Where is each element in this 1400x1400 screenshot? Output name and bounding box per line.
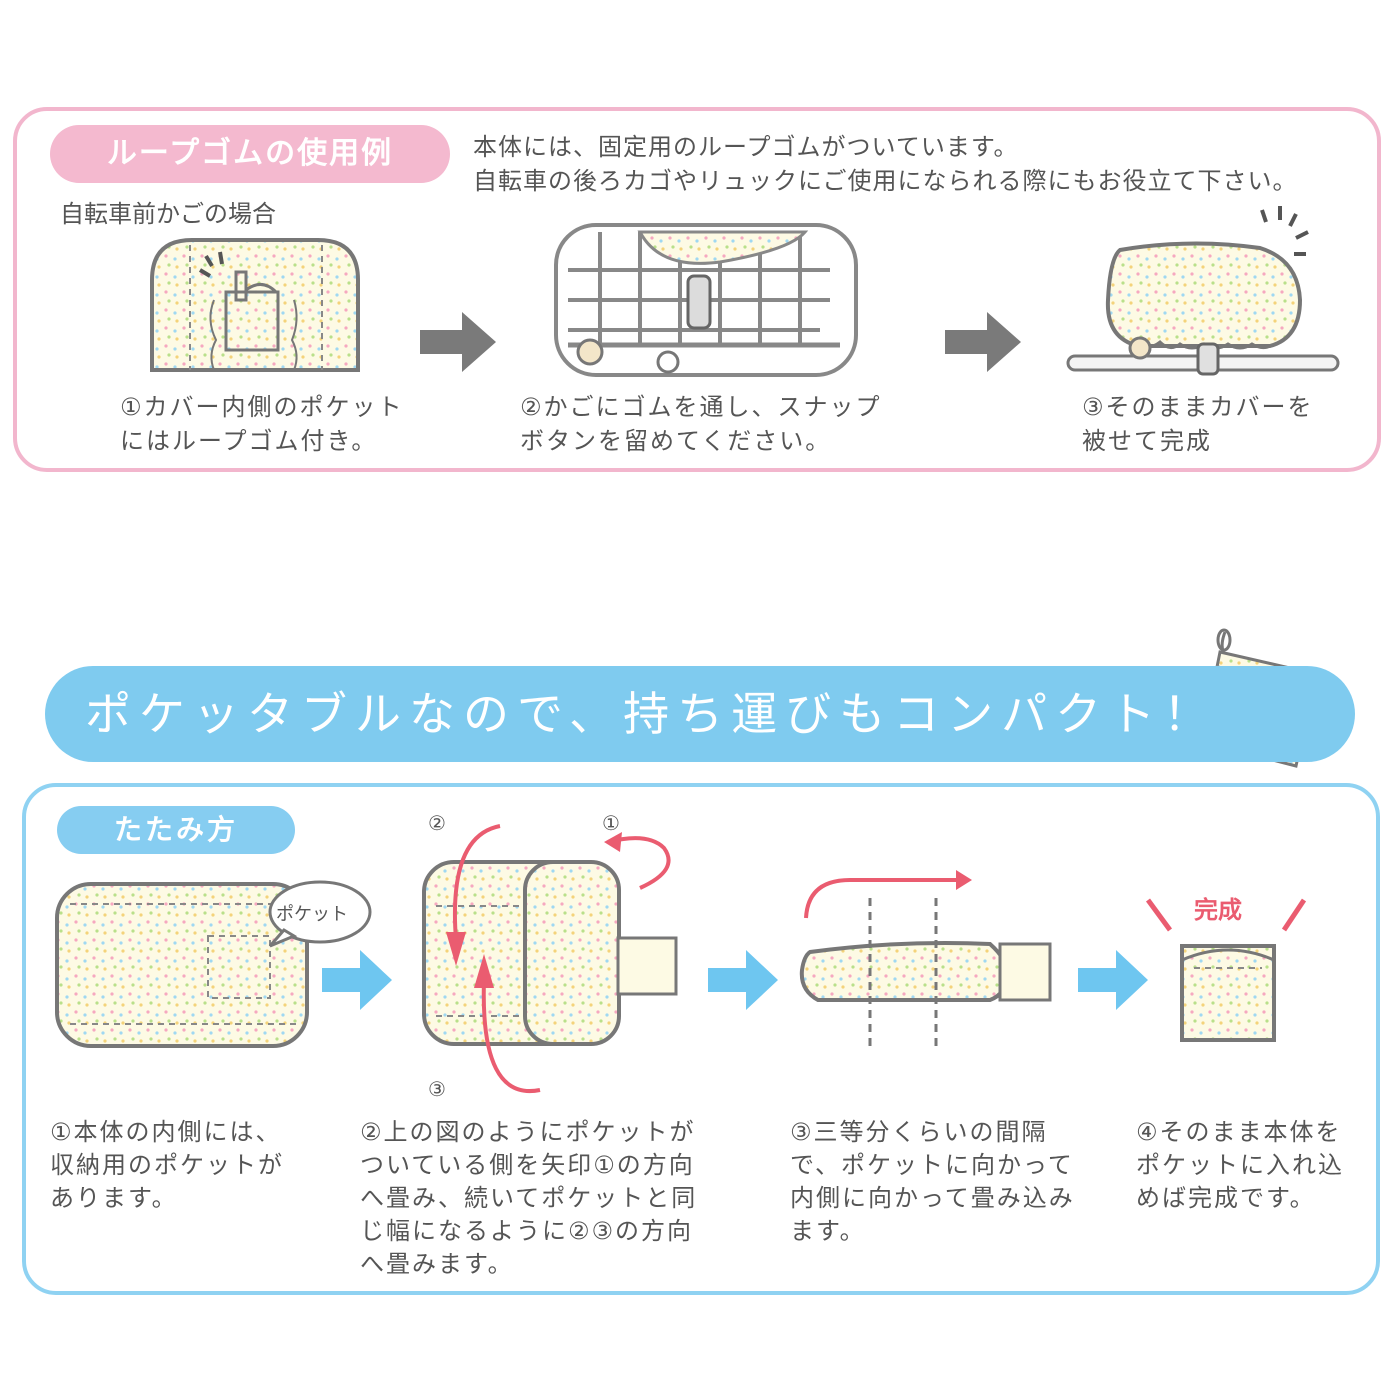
loop-step2-illustration	[554, 223, 858, 377]
blue-arrow-3	[1078, 950, 1148, 1010]
fold-step1-text: ①本体の内側には、 収納用のポケットが あります。	[50, 1118, 284, 1212]
fold-step3-text: ③三等分くらいの間隔 で、ポケットに向かって 内側に向かって畳み込み ます。	[790, 1118, 1075, 1245]
fold-step4-text: ④そのまま本体を ポケットに入れ込 めば完成です。	[1136, 1118, 1344, 1212]
loop-step3-text: ③そのままカバーを 被せて完成	[1082, 393, 1314, 455]
loop-usage-panel	[13, 107, 1381, 472]
fold-marker-3: ③	[428, 1077, 446, 1101]
loop-usage-title: ループゴムの使用例	[50, 125, 450, 183]
blue-arrow-2	[708, 950, 778, 1010]
fold-marker-2: ②	[428, 811, 446, 835]
fold-step2-text: ②上の図のようにポケットが ついている側を矢印①の方向 へ畳み、続いてポケットと…	[360, 1118, 698, 1278]
loop-usage-subtitle: 自転車前かごの場合	[60, 200, 276, 228]
complete-label: 完成	[1194, 896, 1242, 924]
loop-step1-illustration	[150, 238, 360, 372]
blue-arrow-1	[322, 950, 392, 1010]
loop-step1-text: ①カバー内側のポケット にはループゴム付き。	[120, 393, 404, 455]
fold-step4-illustration	[1145, 898, 1307, 1042]
fold-step1-illustration	[55, 880, 372, 1048]
loop-usage-intro: 本体には、固定用のループゴムがついています。 自転車の後ろカゴやリュックにご使用…	[473, 133, 1298, 195]
gray-arrow-2	[945, 312, 1021, 372]
gray-arrow-1	[420, 312, 496, 372]
folding-panel	[22, 783, 1380, 1295]
loop-step2-text: ②かごにゴムを通し、スナップ ボタンを留めてください。	[520, 393, 882, 455]
pocket-bubble-text: ポケット	[276, 904, 348, 925]
pocketable-banner: ポケッタブルなので、持ち運びもコンパクト！	[45, 666, 1355, 762]
folding-title: たたみ方	[57, 806, 295, 854]
fold-step2-illustration	[422, 824, 678, 1094]
fold-marker-1: ①	[602, 811, 620, 835]
loop-step3-illustration	[1066, 206, 1340, 376]
fold-step3-illustration	[799, 870, 1052, 1052]
